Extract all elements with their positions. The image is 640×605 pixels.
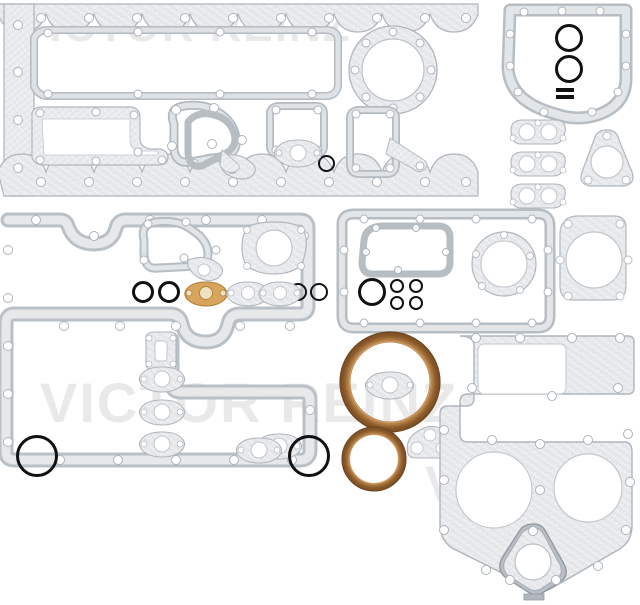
oil-filter-housing-gasket <box>340 106 430 184</box>
oring-large-bottom-right <box>288 435 330 477</box>
oval-flange-gasket-col-3 <box>136 430 188 458</box>
oil-cooler-gasket-rect <box>26 26 346 102</box>
exhaust-square-gasket <box>138 330 184 372</box>
oring-row-black-4 <box>310 283 328 301</box>
manifold-gasket-twin-port-2 <box>505 150 571 178</box>
crankshaft-front-seal-small <box>340 425 408 493</box>
timing-case-gasket-upper <box>500 3 636 125</box>
oring-row-black-2 <box>158 281 180 303</box>
pickup-pipe-gasket <box>180 110 242 176</box>
water-pump-gasket-round <box>345 22 441 118</box>
round-gasket-inside-cover <box>468 228 540 300</box>
oring-small-black-grid <box>390 279 404 293</box>
oval-flange-gasket-col-1 <box>136 365 188 393</box>
oring-small-black-grid <box>409 296 423 310</box>
round-flange-gasket-mid <box>238 220 310 276</box>
manifold-gasket-twin-port-3 <box>505 182 571 210</box>
copper-oval-gasket <box>182 280 230 307</box>
oring-large-upper-b <box>555 55 583 83</box>
oring-row-black-1 <box>132 281 154 303</box>
oring-medium-black <box>358 278 386 306</box>
oil-pump-cover-gasket <box>132 216 232 282</box>
oring-large-bottom-left <box>16 435 58 477</box>
oring-large-upper-a <box>555 24 583 52</box>
oval-flange-gasket-3 <box>256 280 304 307</box>
inner-contour-gasket <box>350 222 460 278</box>
oring-small-black-grid <box>409 279 423 293</box>
triangular-flange-gasket-right <box>578 128 636 190</box>
sealing-strip-a <box>556 88 574 92</box>
three-bolt-flange-gasket-bottom <box>494 520 572 602</box>
oval-flange-gasket-1 <box>272 138 324 168</box>
oring-small-black-grid <box>390 296 404 310</box>
square-flange-gasket-right <box>552 214 636 306</box>
oring-small-inline <box>318 155 335 172</box>
side-cover-gasket-large <box>332 208 562 334</box>
manifold-gasket-twin-port-1 <box>505 118 571 146</box>
oval-gasket-on-seal <box>362 370 418 400</box>
sealing-strip-b <box>556 95 574 99</box>
side-cover-gasket-rect <box>26 105 174 167</box>
oval-flange-gasket-col-2 <box>136 398 188 426</box>
oval-gasket-pair-lower-2 <box>233 436 285 464</box>
